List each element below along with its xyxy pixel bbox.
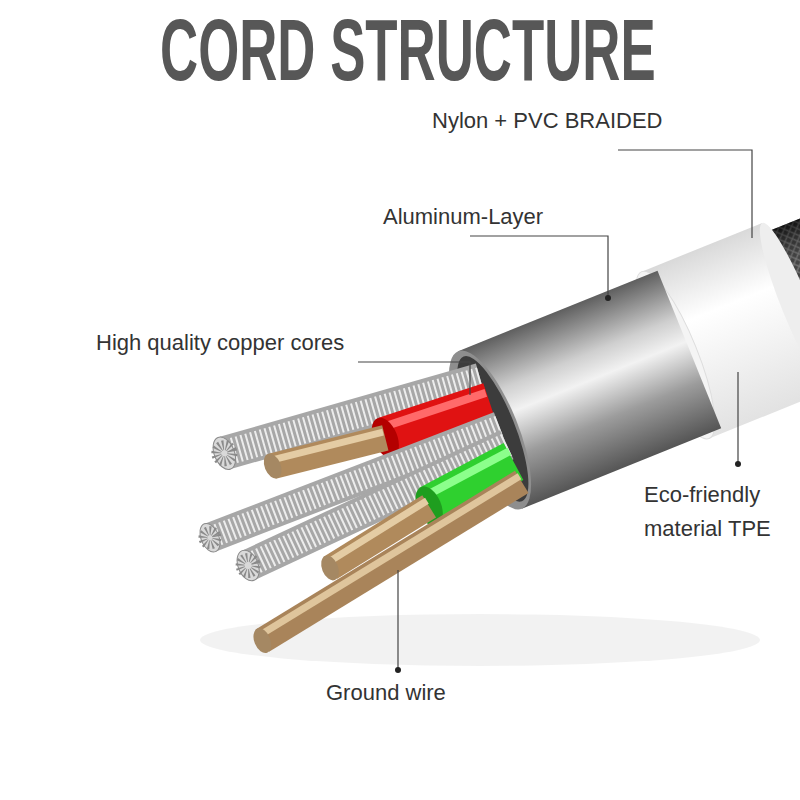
green-core (307, 451, 529, 583)
part-label: Nylon + PVC BRAIDED (432, 104, 662, 138)
part-label: Aluminum-Layer (383, 200, 543, 234)
part-label: Eco-friendly material TPE (644, 478, 796, 546)
leader-dot (395, 667, 401, 673)
leader-line (737, 372, 738, 462)
diagram-title: CORD STRUCTURE (160, 2, 640, 98)
leader-line (470, 236, 608, 298)
cable (168, 110, 800, 660)
tpe-edge (749, 218, 800, 395)
leader-dot (735, 461, 741, 467)
leader-line (618, 150, 752, 238)
leader-dot (605, 295, 611, 301)
leader-line (397, 570, 398, 668)
leader-line (358, 362, 470, 395)
ground-wire (234, 476, 545, 655)
part-label: High quality copper cores (96, 326, 344, 360)
part-label: Ground wire (326, 676, 446, 710)
